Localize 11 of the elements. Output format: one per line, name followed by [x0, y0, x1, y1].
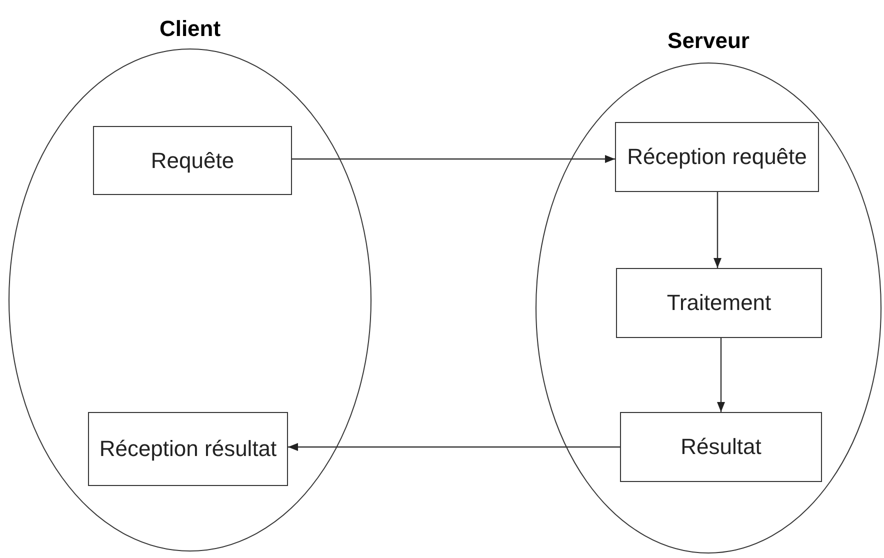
process-box: Réception requête: [615, 122, 819, 192]
arrow: [714, 192, 722, 268]
group-title: Serveur: [668, 27, 750, 55]
group-title: Client: [159, 15, 221, 43]
process-box: Réception résultat: [88, 412, 288, 486]
arrow: [288, 443, 620, 451]
arrow: [717, 338, 725, 412]
arrow: [292, 155, 615, 163]
process-box: Résultat: [620, 412, 822, 482]
process-box: Traitement: [616, 268, 822, 338]
process-box: Requête: [93, 126, 292, 195]
